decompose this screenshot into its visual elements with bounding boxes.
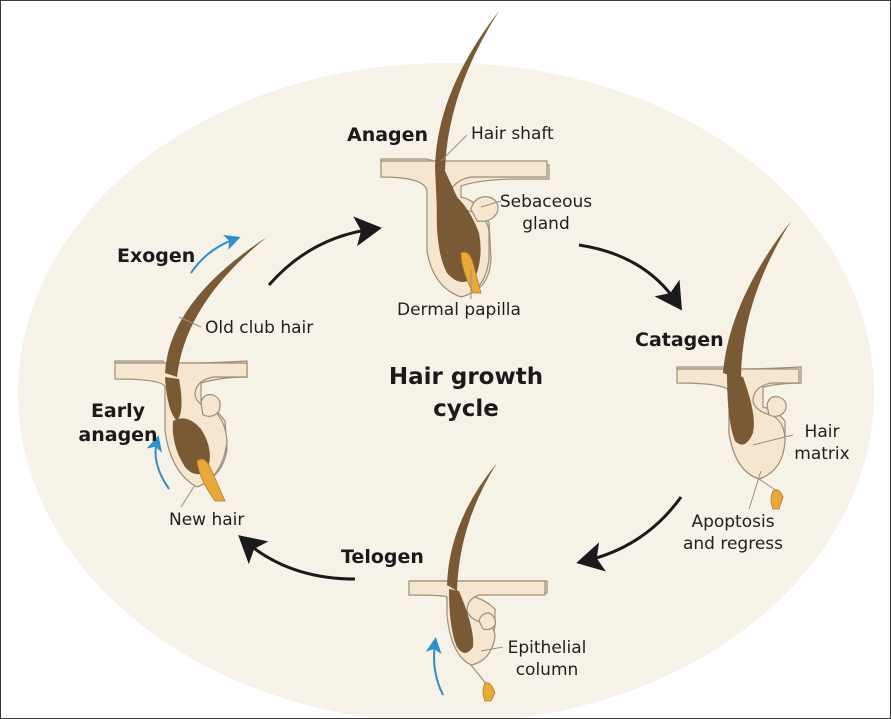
diagram-title: Hair growth cycle	[376, 361, 556, 425]
hair-matrix-line1: Hair	[804, 422, 840, 442]
early-anagen-stage-label: Early anagen	[69, 399, 167, 447]
blue-direction-arrows	[146, 234, 444, 696]
hair-matrix-label: Hair matrix	[787, 421, 857, 465]
hair-matrix-line2: matrix	[794, 444, 850, 464]
telogen-growth-arrow	[425, 637, 444, 696]
early-anagen-line2: anagen	[78, 424, 158, 446]
leader-lines	[178, 134, 794, 652]
sebaceous-gland-label: Sebaceous gland	[495, 191, 597, 235]
catagen-stage-label: Catagen	[635, 329, 724, 351]
exogen-stage-label: Exogen	[117, 245, 196, 267]
new-hair-label: New hair	[169, 510, 245, 530]
sebaceous-line2: gland	[522, 214, 570, 234]
early-anagen-growth-arrow	[146, 435, 170, 490]
sebaceous-line1: Sebaceous	[499, 192, 593, 212]
old-club-hair-label: Old club hair	[205, 318, 314, 338]
exogen-shedding-arrow	[190, 234, 241, 274]
early-anagen-line1: Early	[90, 400, 146, 422]
epithelial-column-label: Epithelial column	[499, 637, 595, 681]
title-line1: Hair growth	[388, 364, 544, 390]
telogen-follicle-illustration	[408, 463, 548, 702]
epithelial-line2: column	[515, 660, 579, 680]
hair-shaft-label: Hair shaft	[471, 124, 554, 144]
arrow-catagen-to-telogen	[576, 496, 683, 572]
dermal-papilla-label: Dermal papilla	[397, 300, 521, 320]
arrow-telogen-to-early-anagen	[238, 535, 356, 581]
telogen-stage-label: Telogen	[341, 546, 424, 568]
anagen-stage-label: Anagen	[347, 124, 429, 146]
background-ellipse	[18, 63, 874, 718]
arrow-early-anagen-to-anagen	[267, 216, 382, 286]
anagen-follicle-illustration	[380, 11, 550, 298]
early-anagen-follicle-illustration	[114, 237, 267, 502]
apoptosis-label: Apoptosis and regress	[675, 511, 791, 555]
apoptosis-line2: and regress	[682, 534, 784, 554]
epithelial-line1: Epithelial	[507, 638, 587, 658]
catagen-follicle-illustration	[676, 221, 802, 510]
arrow-anagen-to-catagen	[578, 243, 682, 311]
cycle-arrows	[238, 216, 683, 581]
title-line2: cycle	[433, 396, 499, 422]
apoptosis-line1: Apoptosis	[691, 512, 775, 532]
